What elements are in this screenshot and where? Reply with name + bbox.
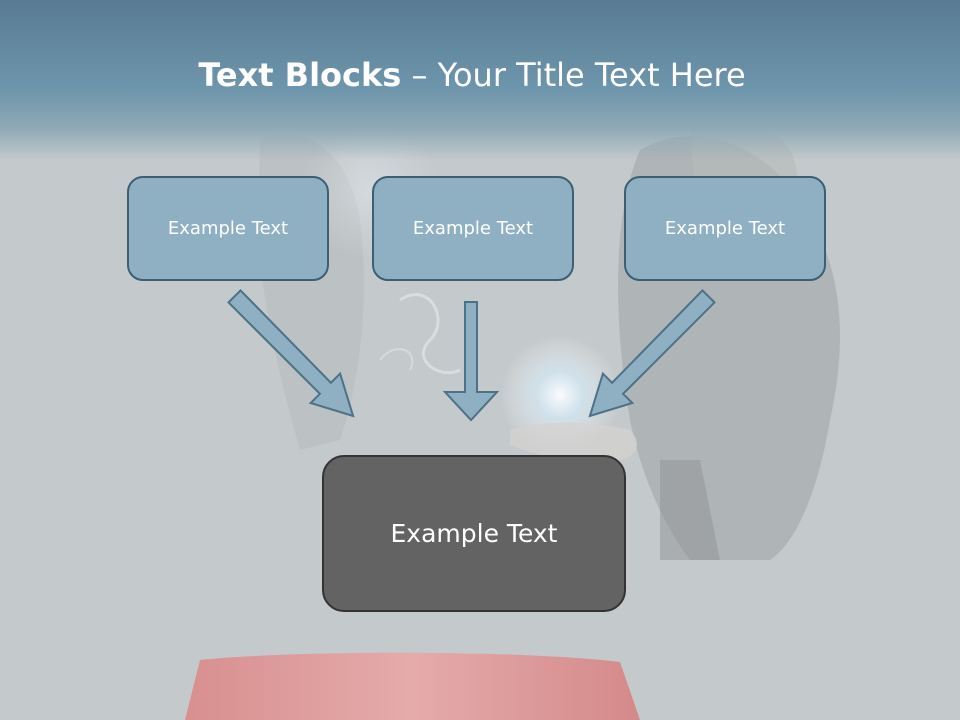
bottom-block-label: Example Text bbox=[390, 519, 558, 548]
top-block-3-label: Example Text bbox=[664, 218, 786, 239]
arrow-center bbox=[442, 301, 500, 422]
title-bold: Text Blocks bbox=[198, 56, 402, 94]
title-rest: Your Title Text Here bbox=[437, 56, 746, 94]
top-block-3[interactable]: Example Text bbox=[624, 176, 826, 281]
title-band bbox=[0, 0, 960, 160]
title-dash: – bbox=[401, 56, 438, 94]
arrow-right bbox=[588, 288, 716, 418]
top-block-2[interactable]: Example Text bbox=[372, 176, 574, 281]
bottom-block[interactable]: Example Text bbox=[322, 455, 626, 612]
top-block-2-label: Example Text bbox=[412, 218, 534, 239]
top-block-1-label: Example Text bbox=[167, 218, 289, 239]
top-block-1[interactable]: Example Text bbox=[127, 176, 329, 281]
slide-title: Text Blocks – Your Title Text Here bbox=[0, 52, 944, 98]
arrow-left bbox=[227, 288, 355, 418]
